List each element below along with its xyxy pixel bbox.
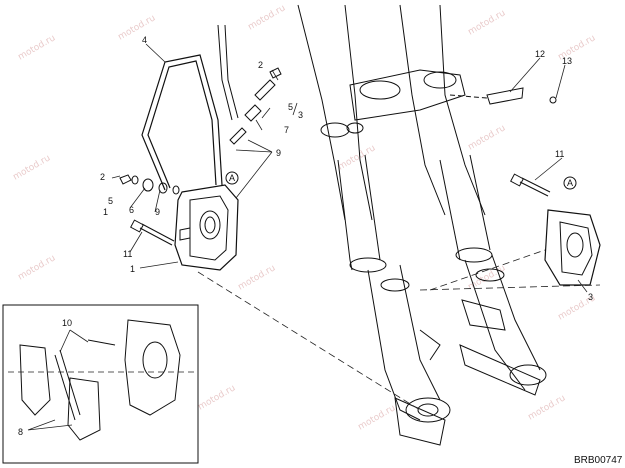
callout-3-top: 3 — [298, 110, 303, 120]
callout-1: 1 — [130, 264, 135, 274]
drawing-code: BRB00747 — [574, 455, 623, 466]
watermark-text: motod.ru — [337, 143, 378, 172]
brake-pad-detail-inset — [2, 304, 199, 464]
callout-4: 4 — [142, 35, 147, 45]
callout-5-top: 5 — [288, 102, 293, 112]
callout-10: 10 — [62, 318, 72, 328]
watermark-text: motod.ru — [357, 403, 398, 432]
watermark-text: motod.ru — [17, 33, 58, 62]
callout-5-left: 5 — [108, 196, 113, 206]
banjo-fittings — [119, 67, 282, 195]
callout-6: 6 — [129, 205, 134, 215]
cable-bracket — [449, 87, 557, 105]
callout-9-top: 9 — [276, 148, 281, 158]
watermark-text: motod.ru — [197, 383, 238, 412]
watermark-text: motod.ru — [467, 8, 508, 37]
watermark-text: motod.ru — [247, 3, 288, 32]
left-brake-caliper — [174, 184, 239, 271]
watermark-text: motod.ru — [17, 253, 58, 282]
leader-lines — [27, 43, 588, 431]
callout-9-left: 9 — [155, 207, 160, 217]
callout-1-left: 1 — [103, 207, 108, 217]
callout-11-right: 11 — [555, 149, 564, 159]
watermark-text: motod.ru — [527, 393, 568, 422]
callout-2-left: 2 — [100, 172, 105, 182]
callout-13: 13 — [562, 56, 572, 66]
callout-3-right: 3 — [588, 292, 593, 302]
callout-7: 7 — [284, 125, 289, 135]
reference-a-right: A — [567, 178, 573, 188]
callout-separator — [292, 102, 298, 116]
callout-8: 8 — [18, 427, 23, 437]
reference-a-left: A — [229, 173, 235, 183]
brake-hose — [141, 24, 239, 191]
right-brake-caliper — [544, 209, 601, 286]
callout-11-left: 11 — [123, 249, 132, 259]
reference-markers: A A — [225, 171, 577, 190]
fork-assembly — [297, 4, 547, 446]
watermark-text: motod.ru — [117, 13, 158, 42]
watermark-layer: motod.ru motod.ru motod.ru motod.ru moto… — [12, 3, 598, 432]
callout-12: 12 — [535, 49, 545, 59]
callout-2-top: 2 — [258, 60, 263, 70]
watermark-text: motod.ru — [467, 123, 508, 152]
watermark-text: motod.ru — [12, 153, 53, 182]
mounting-bolts — [130, 173, 551, 246]
watermark-text: motod.ru — [237, 263, 278, 292]
callout-labels: 4 2 5 3 7 9 2 5 1 6 9 11 1 12 13 11 3 10… — [18, 35, 593, 437]
assembly-lines — [197, 249, 601, 411]
